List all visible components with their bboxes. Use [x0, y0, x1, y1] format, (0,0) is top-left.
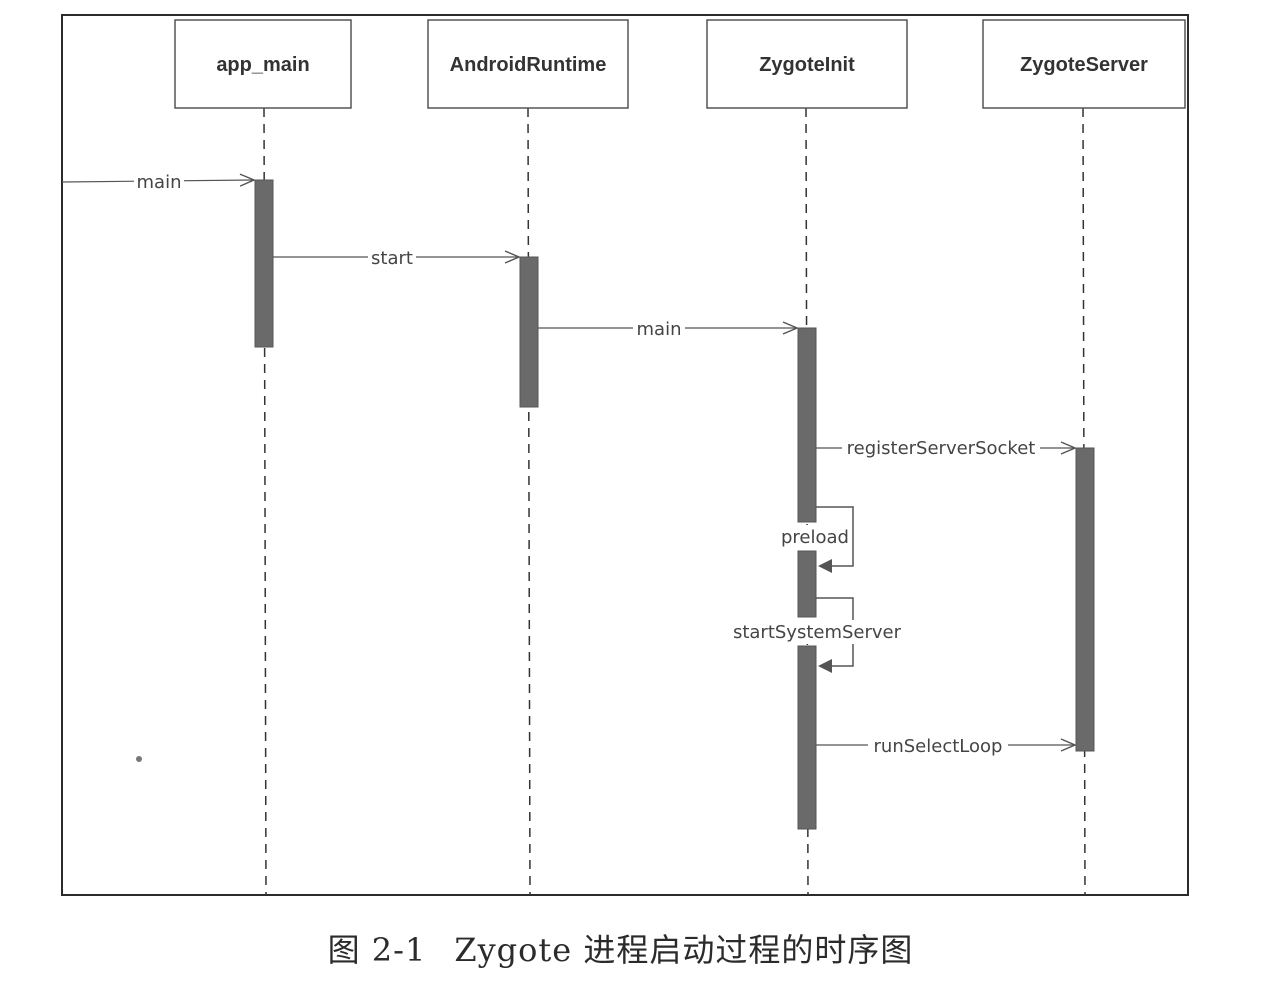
message-main-zygote-init: main	[538, 317, 797, 340]
activation-zygote-init-1	[797, 327, 817, 523]
activation-app-main	[254, 179, 274, 348]
message-main-zygote-init-label: main	[637, 319, 682, 340]
participant-android-runtime: AndroidRuntime	[427, 19, 629, 109]
participant-zygote-init: ZygoteInit	[706, 19, 908, 109]
participant-zygote-server-label: ZygoteServer	[1020, 54, 1148, 76]
participant-app-main-label: app_main	[216, 54, 309, 76]
message-main-external-label: main	[137, 172, 182, 193]
message-start-label: start	[371, 248, 413, 269]
message-preload-label: preload	[781, 527, 849, 548]
lifeline-zygote-server	[1082, 107, 1086, 896]
stray-dot	[136, 756, 142, 762]
participant-android-runtime-label: AndroidRuntime	[450, 54, 607, 76]
message-register-server-socket-label: registerServerSocket	[847, 438, 1036, 459]
figure-caption-number: 图 2-1	[327, 931, 427, 969]
diagram-frame	[61, 14, 1189, 896]
participant-app-main: app_main	[174, 19, 352, 109]
message-start-system-server: startSystemServer	[730, 597, 904, 673]
message-run-select-loop-label: runSelectLoop	[874, 736, 1003, 757]
activation-zygote-init-3	[797, 645, 817, 830]
message-start: start	[273, 246, 519, 269]
figure-caption-text: Zygote 进程启动过程的时序图	[454, 931, 914, 969]
activation-zygote-init-2	[797, 550, 817, 618]
lifeline-android-runtime	[527, 107, 531, 896]
message-start-system-server-label: startSystemServer	[733, 622, 902, 643]
participant-zygote-init-label: ZygoteInit	[759, 54, 855, 76]
message-run-select-loop: runSelectLoop	[816, 734, 1075, 757]
activation-android-runtime	[519, 256, 539, 408]
figure-caption: 图 2-1 Zygote 进程启动过程的时序图	[0, 925, 1269, 971]
message-main-external: main	[61, 170, 254, 193]
lifeline-zygote-init	[805, 107, 809, 896]
activation-zygote-server	[1075, 447, 1095, 752]
participant-zygote-server: ZygoteServer	[982, 19, 1186, 109]
message-preload: preload	[778, 506, 854, 573]
message-register-server-socket: registerServerSocket	[816, 436, 1075, 459]
